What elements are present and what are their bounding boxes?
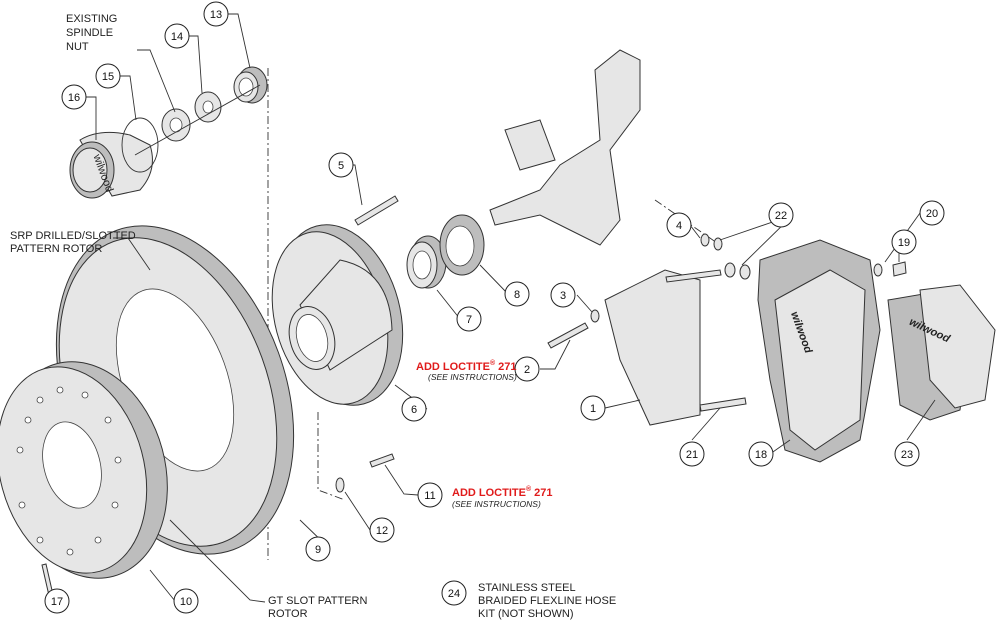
svg-text:ADD LOCTITE®271: ADD LOCTITE®271 — [416, 359, 516, 373]
callout-8: 8 — [504, 281, 530, 307]
callout-4: 4 — [666, 212, 692, 238]
loctite-note-1: ADD LOCTITE®271 (SEE INSTRUCTIONS) — [416, 359, 517, 382]
callout-20: 20 — [919, 200, 945, 226]
svg-text:1: 1 — [590, 403, 596, 415]
svg-text:18: 18 — [755, 449, 767, 461]
axis-line — [317, 412, 346, 501]
callout-21: 21 — [679, 441, 705, 467]
washer — [700, 233, 710, 247]
svg-text:9: 9 — [315, 544, 321, 556]
callout-12: 12 — [369, 517, 395, 543]
svg-text:19: 19 — [898, 237, 910, 249]
washer — [739, 264, 751, 280]
svg-text:STAINLESS STEEL: STAINLESS STEEL — [478, 582, 576, 594]
washer — [713, 237, 723, 251]
svg-text:ROTOR: ROTOR — [268, 608, 308, 620]
stud — [699, 397, 747, 412]
outer-bearing — [233, 66, 268, 104]
washer — [590, 309, 600, 323]
svg-text:5: 5 — [338, 160, 344, 172]
label-gt-rotor: GT SLOT PATTERN ROTOR — [268, 595, 367, 620]
svg-text:10: 10 — [180, 596, 192, 608]
callout-2: 2 — [514, 356, 540, 382]
hub — [271, 224, 404, 406]
inner-bearing — [406, 235, 447, 289]
callout-9: 9 — [305, 536, 331, 562]
svg-text:NUT: NUT — [66, 41, 89, 53]
svg-text:17: 17 — [51, 596, 63, 608]
wheel-stud — [354, 195, 399, 226]
svg-text:4: 4 — [676, 220, 682, 232]
svg-text:15: 15 — [102, 71, 114, 83]
dust-cap: wilwood — [69, 131, 153, 199]
washer — [194, 91, 222, 123]
callout-3: 3 — [550, 282, 576, 308]
svg-text:20: 20 — [926, 208, 938, 220]
stud — [665, 269, 722, 283]
svg-text:2: 2 — [524, 364, 530, 376]
svg-text:13: 13 — [210, 9, 222, 21]
spindle-nut — [161, 108, 191, 142]
svg-text:24: 24 — [448, 588, 460, 600]
svg-text:14: 14 — [171, 31, 183, 43]
callout-10: 10 — [173, 588, 199, 614]
washer — [335, 477, 345, 493]
svg-text:22: 22 — [775, 210, 787, 222]
callout-1: 1 — [580, 395, 606, 421]
svg-text:BRAIDED FLEXLINE HOSE: BRAIDED FLEXLINE HOSE — [478, 595, 616, 607]
bleed-screw — [892, 261, 907, 277]
svg-text:11: 11 — [424, 490, 435, 502]
svg-text:EXISTING: EXISTING — [66, 13, 117, 25]
washer — [724, 262, 736, 278]
svg-text:SPINDLE: SPINDLE — [66, 27, 113, 39]
seal — [439, 214, 485, 276]
svg-text:PATTERN ROTOR: PATTERN ROTOR — [10, 243, 102, 255]
callout-23: 23 — [894, 441, 920, 467]
callout-13: 13 — [203, 1, 229, 27]
label-srp-rotor: SRP DRILLED/SLOTTED PATTERN ROTOR — [10, 230, 136, 255]
rotor-hat — [0, 361, 168, 579]
brake-pads: wilwood — [887, 284, 996, 421]
callout-18: 18 — [748, 441, 774, 467]
washer — [873, 263, 883, 277]
callout-14: 14 — [164, 23, 190, 49]
spindle — [489, 49, 641, 246]
label-spindle-nut: EXISTING SPINDLE NUT — [66, 13, 117, 53]
caliper: wilwood — [757, 239, 881, 463]
callout-19: 19 — [891, 229, 917, 255]
callout-5: 5 — [328, 152, 354, 178]
svg-text:GT SLOT PATTERN: GT SLOT PATTERN — [268, 595, 367, 607]
svg-text:16: 16 — [68, 92, 80, 104]
svg-text:7: 7 — [466, 314, 472, 326]
callout-11: 11 — [417, 482, 443, 508]
svg-text:(SEE INSTRUCTIONS): (SEE INSTRUCTIONS) — [452, 499, 541, 509]
svg-text:(SEE INSTRUCTIONS): (SEE INSTRUCTIONS) — [428, 372, 517, 382]
svg-text:6: 6 — [411, 404, 417, 416]
label-hose-kit: STAINLESS STEEL BRAIDED FLEXLINE HOSE KI… — [478, 582, 616, 620]
svg-text:KIT (NOT SHOWN): KIT (NOT SHOWN) — [478, 608, 574, 620]
svg-text:3: 3 — [560, 290, 566, 302]
svg-text:21: 21 — [686, 449, 698, 461]
callout-17: 17 — [44, 588, 70, 614]
bolt — [547, 322, 589, 349]
callout-16: 16 — [61, 84, 87, 110]
svg-text:23: 23 — [901, 449, 913, 461]
callout-24: 24 — [441, 580, 467, 606]
callout-15: 15 — [95, 63, 121, 89]
axis-line — [134, 84, 261, 156]
callout-7: 7 — [456, 306, 482, 332]
svg-text:12: 12 — [376, 525, 388, 537]
callout-22: 22 — [768, 202, 794, 228]
callouts: 1 2 3 4 5 6 7 8 9 10 11 12 13 14 15 16 1… — [44, 1, 945, 614]
svg-text:8: 8 — [514, 289, 520, 301]
svg-text:ADD LOCTITE®271: ADD LOCTITE®271 — [452, 485, 552, 499]
svg-text:SRP DRILLED/SLOTTED: SRP DRILLED/SLOTTED — [10, 230, 136, 242]
bolt — [369, 453, 395, 468]
callout-6: 6 — [401, 396, 427, 422]
caliper-bracket — [604, 269, 701, 426]
o-ring — [121, 117, 159, 173]
loctite-note-2: ADD LOCTITE®271 (SEE INSTRUCTIONS) — [452, 485, 552, 509]
